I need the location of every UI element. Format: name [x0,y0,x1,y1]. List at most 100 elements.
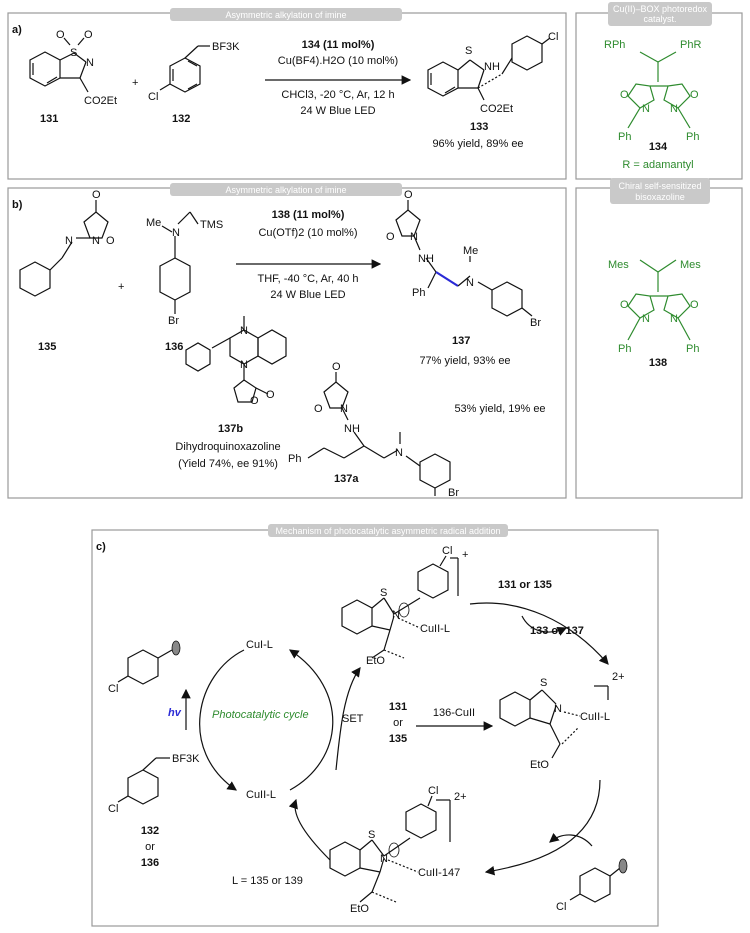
atom-n: N [670,313,678,325]
substituent-phr: PhR [680,39,701,51]
condition-line-4: 24 W Blue LED [300,105,375,117]
bf3k-group: BF3K [172,753,200,765]
atom-n: N [65,235,73,247]
atom-cl: Cl [556,901,566,913]
yield-result-137: 77% yield, 93% ee [419,355,510,367]
arrow-radical-in [549,832,593,847]
tms-group: TMS [200,219,223,231]
arrow-top-right [469,602,609,665]
atom-n: N [240,359,248,371]
condition-line-1: 134 (11 mol%) [302,39,375,51]
ethoxy-group: EtO [366,655,385,667]
cu2-ligand: CuII-L [580,711,610,723]
panel-c-caption: Mechanism of photocatalytic asymmetric r… [275,526,500,536]
compound-label-137b: 137b [218,423,243,435]
atom-o: O [404,189,413,201]
compound-137a-structure [307,372,451,496]
atom-n: N [410,231,418,243]
nh-group: NH [418,253,434,265]
atom-n: N [86,57,94,69]
atom-br: Br [530,317,541,329]
atom-o: O [332,361,341,373]
phenyl-group: Ph [288,453,301,465]
atom-n: N [240,325,248,337]
top-in-label: 131 or 135 [498,579,552,591]
side-product-yield: (Yield 74%, ee 91%) [178,458,278,470]
atom-cl: Cl [108,683,118,695]
atom-n: N [395,447,403,459]
bf3k-group: BF3K [212,41,240,53]
cycle-arc-right [289,649,334,791]
atom-n: N [466,277,474,289]
nh-group: NH [344,423,360,435]
yield-result-137a: 53% yield, 19% ee [454,403,545,415]
r-definition: R = adamantyl [622,159,693,171]
ethoxy-group: EtO [350,903,369,915]
compound-138-structure [627,259,691,341]
panel-a-caption: Asymmetric alkylation of imine [225,10,346,20]
atom-n: N [642,313,650,325]
phenyl-group: Ph [412,287,425,299]
phenyl-left: Ph [618,343,631,355]
compound-label-133: 133 [470,121,488,133]
benzyl-radical-top [117,640,181,685]
phenyl-right: Ph [686,343,699,355]
condition-line-3: THF, -40 °C, Ar, 40 h [258,273,359,285]
atom-o: O [106,235,115,247]
atom-n: N [92,235,100,247]
compound-label-134: 134 [649,141,668,153]
ligand-caption-line-2: bisoxazoline [635,192,685,202]
catalyst-caption-line-1: Cu(II)–BOX photoredox [613,4,708,14]
panel-b-caption: Asymmetric alkylation of imine [225,185,346,195]
atom-n: N [172,227,180,239]
methyl-group: Me [146,217,161,229]
atom-n: N [340,403,348,415]
cu2-species: CuII-L [246,789,276,801]
atom-cl: Cl [428,785,438,797]
atom-cl: Cl [108,803,118,815]
atom-n: N [554,703,562,715]
atom-o: O [84,29,93,41]
compound-label-138: 138 [649,357,667,369]
panel-b-label: b) [12,199,23,211]
atom-s: S [380,587,387,599]
atom-o: O [386,231,395,243]
compound-133-structure [427,35,551,101]
ligand-caption-line-1: Chiral self-sensitized [618,181,701,191]
charge-2plus: 2+ [454,791,467,803]
compound-132-structure [159,45,210,93]
hv-label: hv [168,707,182,719]
charge-plus: + [462,549,468,561]
arrow-bottom-left [288,798,331,861]
panel-c-label: c) [96,541,106,553]
charge-2plus: 2+ [612,671,625,683]
atom-cl: Cl [442,545,452,557]
atom-o: O [620,299,629,311]
top-out-label: 133 or 137 [530,625,584,637]
atom-o: O [620,89,629,101]
reagent-or: or [145,841,155,853]
panel-b-side: Chiral self-sensitized bisoxazoline Mes … [575,178,743,499]
atom-o: O [92,189,101,201]
co2et-group: CO2Et [480,103,513,115]
atom-cl: Cl [548,31,558,43]
substituent-rph: RPh [604,39,625,51]
phenyl-right: Ph [686,131,699,143]
nh-group: NH [484,61,500,73]
plus-sign: + [132,77,138,89]
bottom-copper-complex [329,795,451,903]
middle-left-131: 131 [389,701,407,713]
atom-o: O [266,389,275,401]
side-product-name: Dihydroquinoxazoline [175,441,280,453]
cu2-147-complex: CuII-147 [418,867,460,879]
compound-label-132: 132 [172,113,190,125]
atom-s: S [540,677,547,689]
compound-135-structure [19,200,109,297]
atom-n: N [642,103,650,115]
atom-s: S [465,45,472,57]
atom-cl: Cl [148,91,158,103]
plus-sign: + [118,281,124,293]
cu1-species: CuI-L [246,639,273,651]
ligand-definition: L = 135 or 139 [232,875,303,887]
middle-left-or: or [393,717,403,729]
